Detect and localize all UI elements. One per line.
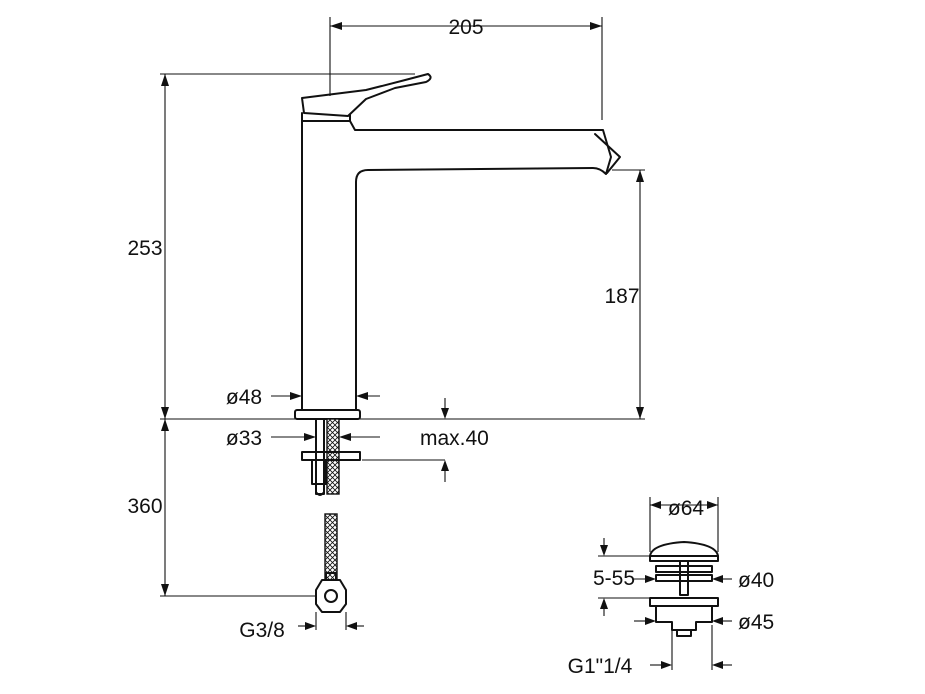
shank-tip — [315, 483, 325, 496]
threaded-shank — [315, 418, 325, 495]
label-spout-height: 187 — [604, 285, 639, 308]
label-body-diameter: ø48 — [226, 386, 262, 409]
waste-stem — [679, 560, 689, 596]
flexible-hose-lower — [324, 513, 338, 581]
label-shank-diameter: ø33 — [226, 427, 262, 450]
waste-dimension-lines — [598, 497, 732, 670]
waste-lower-ring — [655, 574, 713, 582]
fixing-nut — [311, 459, 327, 485]
waste-body — [655, 605, 713, 631]
hose-connector-bore — [324, 589, 338, 603]
waste-cap — [649, 541, 719, 557]
label-hose-length: 360 — [127, 495, 162, 518]
faucet-base-plate — [294, 409, 361, 420]
waste-tail — [676, 629, 692, 637]
label-waste-flange-diameter: ø45 — [738, 611, 774, 634]
faucet-cartridge-band — [301, 112, 351, 122]
fixing-plate — [301, 451, 361, 461]
waste-upper-ring — [655, 565, 713, 573]
label-waste-adjust-range: 5-55 — [593, 567, 635, 590]
label-max-deck-thickness: max.40 — [420, 427, 489, 450]
flexible-hose-upper — [326, 418, 340, 495]
faucet-dimension-lines — [160, 17, 645, 630]
faucet-spout-tip — [594, 133, 621, 174]
label-waste-thread: G1"1/4 — [568, 655, 633, 678]
label-waste-cap-diameter: ø64 — [668, 497, 705, 520]
label-hose-connection: G3/8 — [239, 619, 285, 642]
hose-connector-nut — [315, 579, 347, 613]
hose-connector-collar — [325, 572, 337, 581]
faucet-body — [301, 120, 612, 411]
waste-drawing — [649, 541, 719, 637]
waste-flange — [649, 597, 719, 607]
faucet-lever — [301, 73, 432, 117]
label-overall-height: 253 — [127, 237, 162, 260]
label-waste-body-diameter: ø40 — [738, 569, 774, 592]
faucet-drawing — [294, 73, 621, 613]
label-overall-reach: 205 — [448, 16, 483, 39]
